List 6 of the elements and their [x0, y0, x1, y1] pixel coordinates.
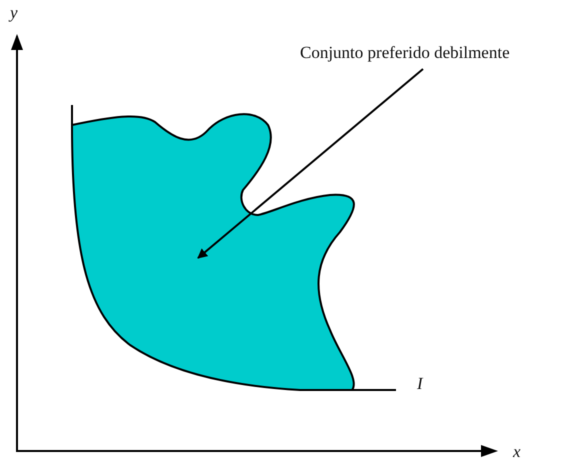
callout-text: Conjunto preferido debilmente [300, 42, 510, 64]
preferred-set-region [71, 113, 355, 391]
curve-label: I [417, 374, 423, 394]
arrow [197, 68, 424, 259]
axis-label: y [10, 3, 18, 23]
axis-label: x [513, 442, 521, 458]
